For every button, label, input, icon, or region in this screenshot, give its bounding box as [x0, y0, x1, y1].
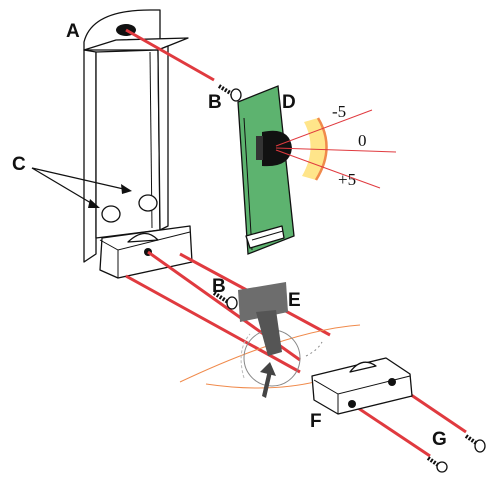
rotation-arrow	[262, 370, 272, 398]
label-b-top: B	[208, 92, 222, 113]
label-a: A	[66, 21, 80, 42]
board-connector-detail	[251, 230, 284, 241]
screw-bottom-head	[226, 296, 238, 310]
mount-hole-left	[101, 205, 121, 223]
circuit-board	[237, 85, 295, 255]
board-connector	[245, 225, 285, 249]
block-f-hole-upper	[388, 378, 396, 386]
beam-bottom	[125, 274, 301, 374]
board-pcb	[237, 85, 295, 255]
screw-g-lower-thread	[426, 456, 440, 467]
scale-ray-minus	[275, 109, 373, 147]
screw-g-upper-head	[474, 439, 486, 453]
mirror-stem	[256, 310, 282, 356]
block-f	[311, 357, 413, 415]
housing-left-panel	[83, 49, 97, 263]
label-g: G	[432, 429, 447, 450]
scale-ray-plus	[275, 149, 381, 189]
board-edge	[243, 117, 253, 251]
beam-top	[125, 28, 215, 82]
screw-top-head	[230, 88, 242, 102]
label-d: D	[282, 92, 296, 113]
screw-top	[217, 84, 242, 102]
scale-arc	[314, 117, 328, 181]
screw-g-upper-thread	[464, 434, 478, 445]
c-pointers	[31, 167, 132, 208]
label-c: C	[12, 154, 26, 175]
c-arrow-upper-head	[121, 184, 132, 194]
mount-hole-right	[138, 194, 158, 212]
screws-g	[426, 434, 486, 473]
c-arrow-lower-line	[31, 167, 97, 207]
rotation-guide	[240, 333, 251, 379]
scale-mark-minus: -5	[332, 102, 346, 121]
housing-top-face	[83, 37, 189, 51]
screw-bottom-thread	[212, 291, 230, 304]
deflection-scale: -5 0 +5	[275, 102, 397, 189]
block-f-notch	[349, 361, 377, 373]
label-b-bottom: B	[212, 276, 226, 297]
screw-g-lower-head	[436, 461, 448, 473]
base-block-notch	[127, 232, 159, 243]
block-f-hole-lower	[348, 400, 356, 408]
rotation-ticks	[305, 341, 323, 357]
housing-right-panel	[157, 45, 169, 231]
beam-f-lower	[351, 402, 431, 458]
label-e: E	[288, 290, 301, 311]
mirror-mount	[179, 282, 361, 398]
c-arrow-lower-head	[88, 199, 100, 208]
block-f-body	[311, 357, 413, 415]
rotation-arrow-head	[260, 362, 276, 376]
photodetector-base	[256, 136, 263, 160]
base-block-top-edge	[99, 231, 191, 251]
label-f: F	[310, 411, 322, 432]
screw-top-thread	[217, 84, 234, 96]
c-arrow-upper-line	[31, 167, 129, 191]
scale-ray-zero	[275, 147, 397, 153]
scale-mark-plus: +5	[338, 170, 356, 189]
screw-bottom	[212, 291, 238, 310]
laser-housing	[83, 9, 193, 279]
scale-mark-zero: 0	[358, 131, 367, 150]
